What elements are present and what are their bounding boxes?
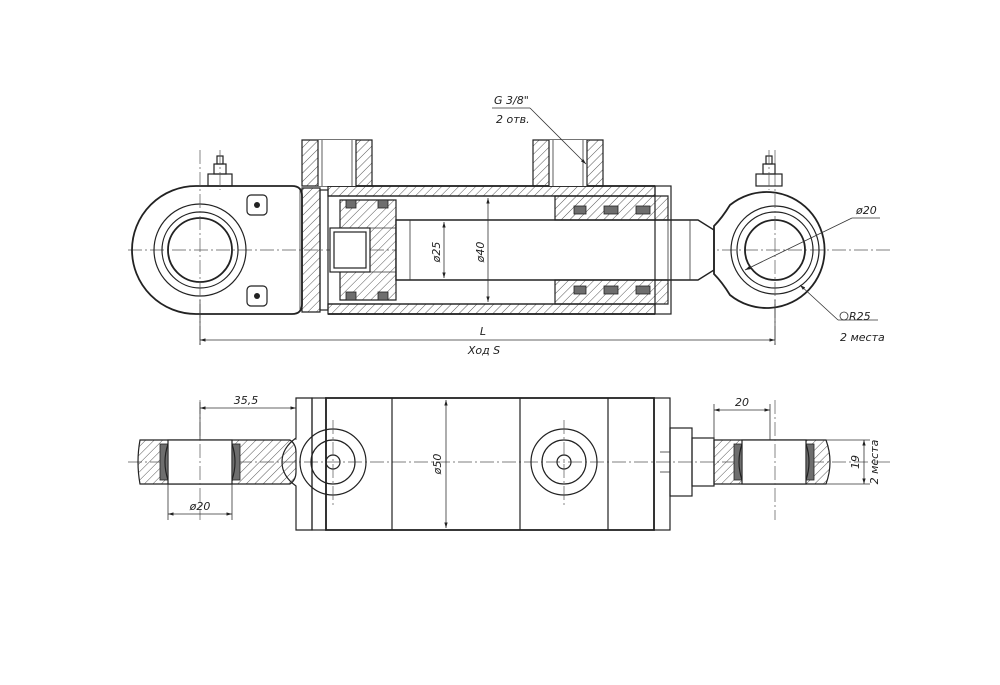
nameplate-mark-lower (246, 285, 268, 307)
bore-diameter-label: ø40 (474, 242, 487, 264)
length-label: L (480, 325, 486, 338)
port-leader (492, 107, 587, 165)
rod-diameter-label: ø25 (430, 242, 443, 264)
side-section-view: ø25 ø40 G 3/8" 2 отв. ø20 R25 2 места (128, 94, 890, 357)
height-19-label: 19 (849, 455, 862, 469)
radius-count-label: 2 места (840, 331, 885, 344)
rear-cap (301, 187, 329, 313)
pin-hole-top-label: ø20 (855, 204, 877, 217)
radius-leader (799, 284, 878, 321)
width-20-label: 20 (735, 396, 749, 409)
height-count-label: 2 места (868, 439, 881, 484)
dim-19 (826, 439, 870, 485)
stroke-label: Ход S (467, 344, 500, 357)
rear-eye (131, 150, 303, 345)
port-thread-label: G 3/8" (494, 94, 529, 107)
grease-nipple-front (755, 150, 783, 190)
rear-eye-plan (137, 400, 297, 520)
port-front (532, 139, 604, 187)
pin-diameter-leader (744, 217, 880, 271)
mark-dot-lower (254, 293, 260, 299)
body-diameter-label: ø50 (431, 454, 444, 476)
front-eye (713, 150, 826, 345)
mark-dot-upper (254, 202, 260, 208)
pin-hole-bottom-label: ø20 (189, 500, 211, 513)
width-35-5-label: 35,5 (234, 394, 259, 407)
piston (329, 199, 397, 301)
radius-label: R25 (849, 310, 871, 323)
front-gland-plan (653, 397, 715, 531)
front-eye-plan (713, 400, 831, 520)
top-plan-view: 35,5 ø20 ø50 20 19 2 места (128, 394, 890, 531)
port-count-label: 2 отв. (496, 113, 530, 126)
dim-rod-bore (442, 198, 490, 302)
nameplate-mark-upper (246, 194, 268, 216)
front-gland (554, 185, 672, 315)
dim-35-5 (199, 402, 297, 440)
grease-nipple-rear (207, 150, 233, 190)
port-rear (301, 139, 373, 187)
dim-20 (713, 404, 771, 440)
dim-pin-bottom (167, 484, 233, 520)
barrel-plan (299, 397, 655, 531)
length-dimension (199, 300, 776, 345)
